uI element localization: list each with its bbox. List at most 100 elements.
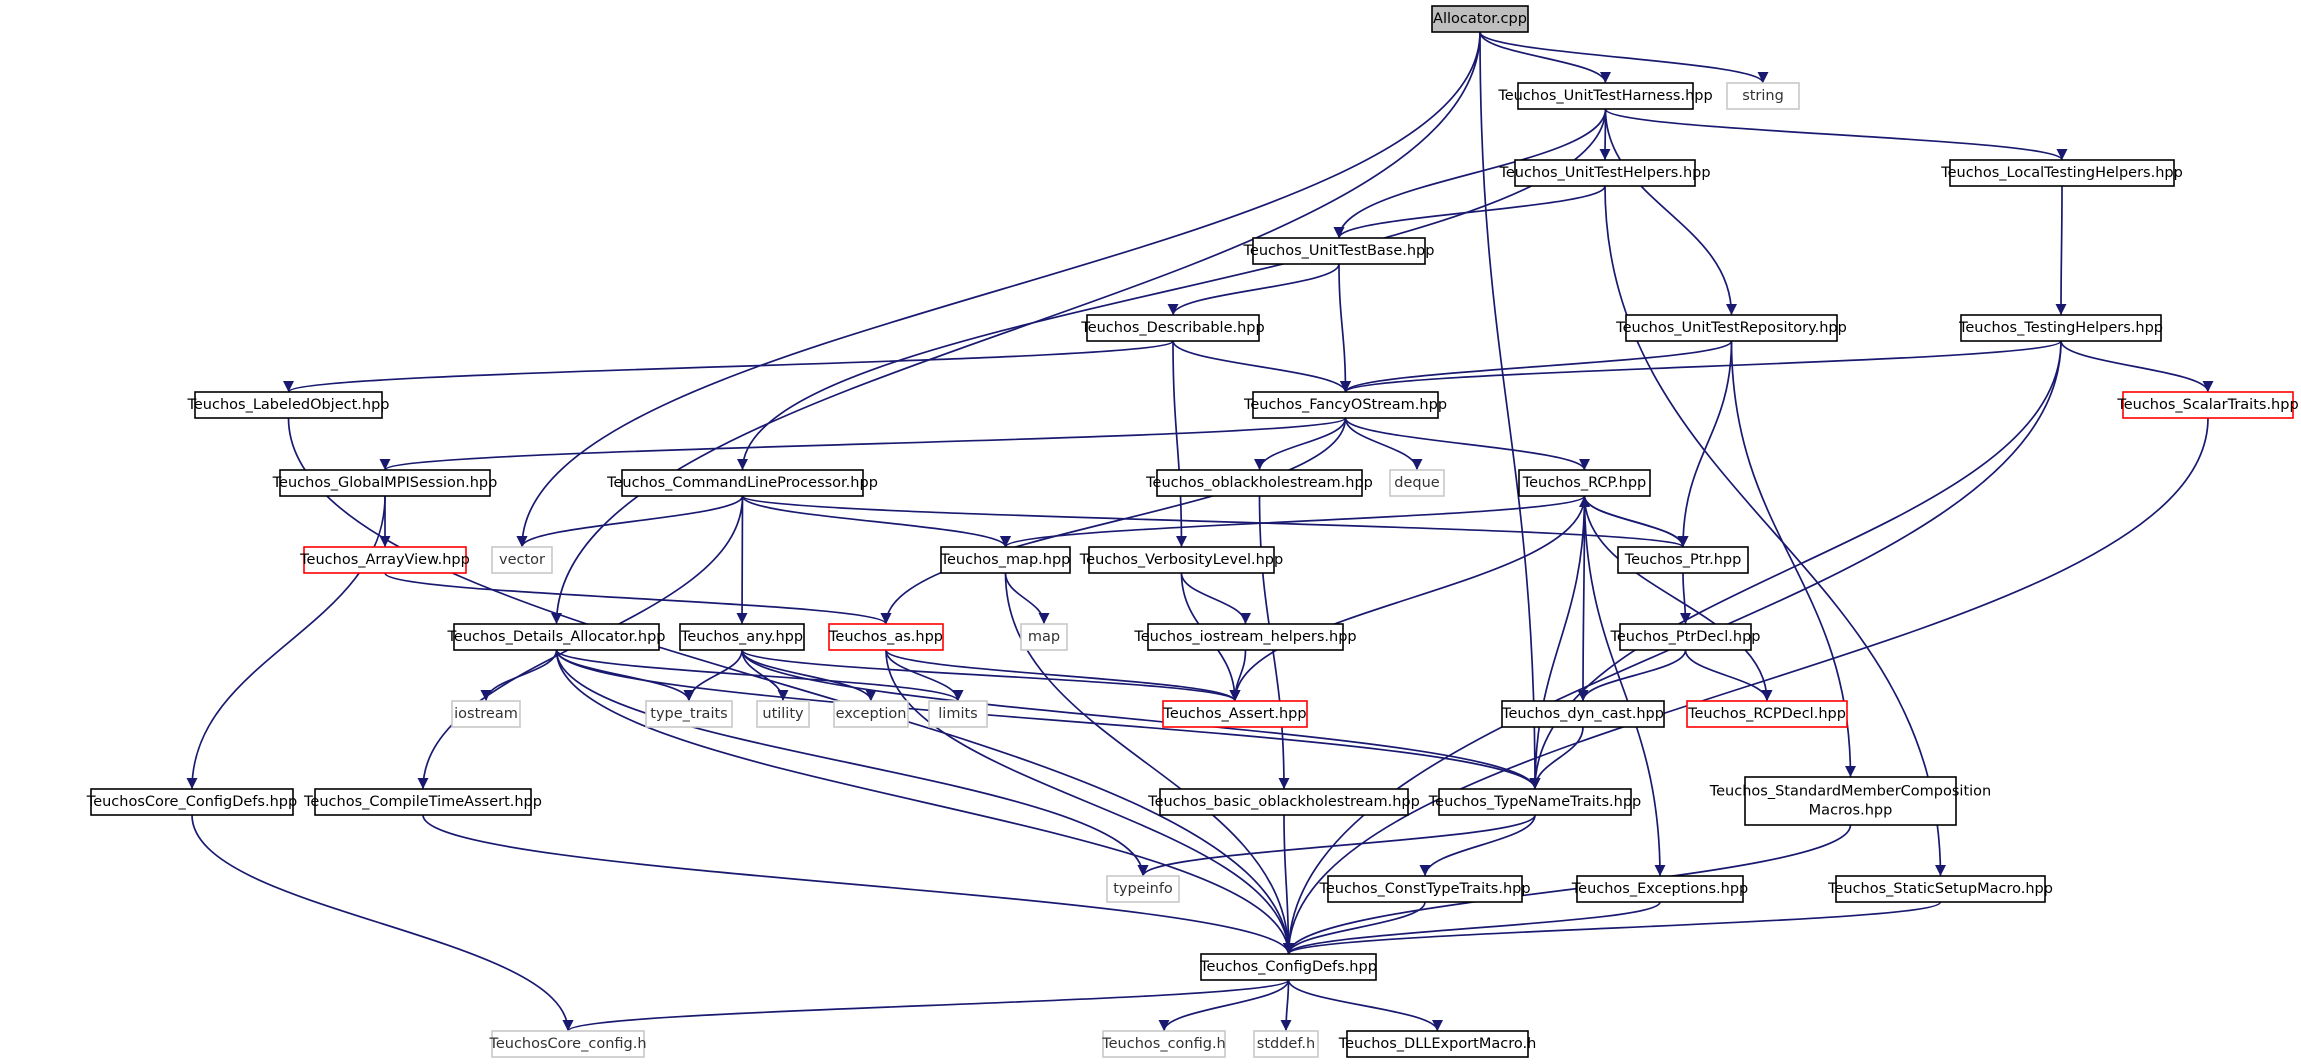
edge-consttypetraits-to-configdefs bbox=[1283, 901, 1426, 955]
node-localtestinghelpers[interactable]: Teuchos_LocalTestingHelpers.hpp bbox=[1940, 159, 2183, 187]
node-label: Teuchos_ConstTypeTraits.hpp bbox=[1318, 881, 1530, 897]
node-typeinfo[interactable]: typeinfo bbox=[1106, 875, 1180, 903]
node-label: Teuchos_CommandLineProcessor.hpp bbox=[606, 475, 878, 491]
node-describable[interactable]: Teuchos_Describable.hpp bbox=[1080, 314, 1265, 342]
node-box bbox=[828, 623, 944, 651]
edge-details_allocator-to-limits bbox=[555, 649, 964, 702]
edge-unittesthelpers-to-unittestbase bbox=[1333, 185, 1606, 239]
node-limits[interactable]: limits bbox=[928, 700, 988, 728]
node-iostream[interactable]: iostream bbox=[451, 700, 521, 728]
node-rcpdecl[interactable]: Teuchos_RCPDecl.hpp bbox=[1686, 700, 1848, 728]
node-box bbox=[1147, 623, 1344, 651]
node-stddef[interactable]: stddef.h bbox=[1253, 1030, 1319, 1058]
edge-unittestharness-to-unittestrepository bbox=[1604, 108, 1737, 316]
edge-testinghelpers-to-fancyostream bbox=[1340, 340, 2062, 393]
node-exception[interactable]: exception bbox=[833, 700, 909, 728]
edge-details_allocator-to-configdefs bbox=[555, 649, 1294, 955]
node-unittestharness[interactable]: Teuchos_UnitTestHarness.hpp bbox=[1497, 82, 1713, 110]
node-unittesthelpers[interactable]: Teuchos_UnitTestHelpers.hpp bbox=[1498, 159, 1711, 187]
node-compiletimeassert[interactable]: Teuchos_CompileTimeAssert.hpp bbox=[303, 788, 542, 816]
edge-as_hpp-to-limits bbox=[885, 649, 964, 702]
node-box bbox=[621, 469, 864, 497]
node-string[interactable]: string bbox=[1726, 82, 1800, 110]
node-box bbox=[1086, 314, 1260, 342]
node-label: Teuchos_Ptr.hpp bbox=[1624, 552, 1742, 568]
edge-fancyostream-to-rcp bbox=[1344, 417, 1590, 471]
node-testinghelpers[interactable]: Teuchos_TestingHelpers.hpp bbox=[1958, 314, 2163, 342]
edge-commandlineprocessor-to-map_hpp bbox=[741, 495, 1011, 548]
node-box bbox=[645, 700, 733, 728]
node-scalartraits[interactable]: Teuchos_ScalarTraits.hpp bbox=[2116, 391, 2299, 419]
node-label: Teuchos_map.hpp bbox=[940, 552, 1071, 568]
node-box bbox=[1252, 237, 1426, 265]
node-labeledobject[interactable]: Teuchos_LabeledObject.hpp bbox=[186, 391, 390, 419]
node-as_hpp[interactable]: Teuchos_as.hpp bbox=[828, 623, 944, 651]
node-deque[interactable]: deque bbox=[1389, 469, 1445, 497]
node-any[interactable]: Teuchos_any.hpp bbox=[679, 623, 805, 651]
node-unittestbase[interactable]: Teuchos_UnitTestBase.hpp bbox=[1243, 237, 1435, 265]
node-type_traits[interactable]: type_traits bbox=[645, 700, 733, 728]
node-basic_oblackholestream[interactable]: Teuchos_basic_oblackholestream.hpp bbox=[1147, 788, 1420, 816]
node-box bbox=[1744, 776, 1957, 826]
node-rcp[interactable]: Teuchos_RCP.hpp bbox=[1518, 469, 1651, 497]
node-label: iostream bbox=[454, 706, 518, 722]
node-commandlineprocessor[interactable]: Teuchos_CommandLineProcessor.hpp bbox=[606, 469, 878, 497]
node-arrayview[interactable]: Teuchos_ArrayView.hpp bbox=[299, 546, 470, 574]
edge-describable-to-labeledobject bbox=[283, 340, 1174, 393]
node-label: Teuchos_LabeledObject.hpp bbox=[186, 397, 389, 413]
node-label: typeinfo bbox=[1113, 881, 1173, 897]
node-verbositylevel[interactable]: Teuchos_VerbosityLevel.hpp bbox=[1079, 546, 1283, 574]
node-iostream_helpers[interactable]: Teuchos_iostream_helpers.hpp bbox=[1133, 623, 1357, 651]
edge-any-to-exception bbox=[741, 649, 877, 702]
node-config_h[interactable]: Teuchos_config.h bbox=[1101, 1030, 1226, 1058]
node-configdefs[interactable]: Teuchos_ConfigDefs.hpp bbox=[1199, 953, 1377, 981]
edge-stdmembercomp-to-configdefs bbox=[1283, 824, 1852, 955]
node-globalmpisession[interactable]: Teuchos_GlobalMPISession.hpp bbox=[272, 469, 498, 497]
node-staticsetupmacro[interactable]: Teuchos_StaticSetupMacro.hpp bbox=[1827, 875, 2053, 903]
edge-compiletimeassert-to-configdefs bbox=[422, 814, 1294, 955]
node-label: Teuchos_Details_Allocator.hpp bbox=[447, 629, 666, 645]
node-oblackholestream[interactable]: Teuchos_oblackholestream.hpp bbox=[1145, 469, 1373, 497]
edge-labeledobject-to-configdefs bbox=[287, 417, 1294, 955]
node-label: Teuchos_CompileTimeAssert.hpp bbox=[303, 794, 542, 810]
node-ptrdecl[interactable]: Teuchos_PtrDecl.hpp bbox=[1609, 623, 1761, 651]
node-label: Teuchos_TestingHelpers.hpp bbox=[1958, 320, 2163, 336]
node-assert[interactable]: Teuchos_Assert.hpp bbox=[1162, 700, 1308, 728]
node-dyn_cast[interactable]: Teuchos_dyn_cast.hpp bbox=[1501, 700, 1665, 728]
node-stdmembercomp[interactable]: Teuchos_StandardMemberCompositionMacros.… bbox=[1709, 776, 1992, 826]
node-box bbox=[1327, 875, 1523, 903]
node-box bbox=[1253, 1030, 1319, 1058]
node-map[interactable]: map bbox=[1020, 623, 1068, 651]
node-box bbox=[194, 391, 383, 419]
edge-localtestinghelpers-to-testinghelpers bbox=[2055, 185, 2067, 316]
edge-fancyostream-to-as_hpp bbox=[880, 417, 1347, 625]
node-consttypetraits[interactable]: Teuchos_ConstTypeTraits.hpp bbox=[1318, 875, 1531, 903]
node-label: Teuchos_iostream_helpers.hpp bbox=[1133, 629, 1356, 645]
node-utility[interactable]: utility bbox=[756, 700, 810, 728]
node-exceptions[interactable]: Teuchos_Exceptions.hpp bbox=[1571, 875, 1748, 903]
node-box bbox=[491, 1030, 645, 1058]
node-box bbox=[928, 700, 988, 728]
node-coreconfigdefs[interactable]: TeuchosCore_ConfigDefs.hpp bbox=[86, 788, 297, 816]
edge-testinghelpers-to-scalartraits bbox=[2060, 340, 2214, 393]
node-label: Teuchos_as.hpp bbox=[828, 629, 943, 645]
node-label: Teuchos_basic_oblackholestream.hpp bbox=[1147, 794, 1420, 810]
node-fancyostream[interactable]: Teuchos_FancyOStream.hpp bbox=[1243, 391, 1447, 419]
edge-rcp-to-typenametraits bbox=[1529, 495, 1586, 790]
node-allocator[interactable]: Allocator.cpp bbox=[1431, 5, 1529, 33]
node-box bbox=[1106, 875, 1180, 903]
node-label: Teuchos_LocalTestingHelpers.hpp bbox=[1940, 165, 2183, 181]
edge-configdefs-to-coreconfig_h bbox=[562, 979, 1290, 1032]
node-coreconfig_h[interactable]: TeuchosCore_config.h bbox=[488, 1030, 647, 1058]
node-typenametraits[interactable]: Teuchos_TypeNameTraits.hpp bbox=[1428, 788, 1641, 816]
node-vector[interactable]: vector bbox=[491, 546, 553, 574]
edge-ptr-to-ptrdecl bbox=[1679, 572, 1691, 625]
node-details_allocator[interactable]: Teuchos_Details_Allocator.hpp bbox=[447, 623, 666, 651]
node-dllexport[interactable]: Teuchos_DLLExportMacro.h bbox=[1338, 1030, 1537, 1058]
edge-configdefs-to-stddef bbox=[1280, 979, 1292, 1032]
node-box bbox=[1949, 159, 2175, 187]
node-label: exception bbox=[836, 706, 907, 722]
node-ptr[interactable]: Teuchos_Ptr.hpp bbox=[1617, 546, 1749, 574]
node-map_hpp[interactable]: Teuchos_map.hpp bbox=[940, 546, 1071, 574]
node-unittestrepository[interactable]: Teuchos_UnitTestRepository.hpp bbox=[1615, 314, 1847, 342]
